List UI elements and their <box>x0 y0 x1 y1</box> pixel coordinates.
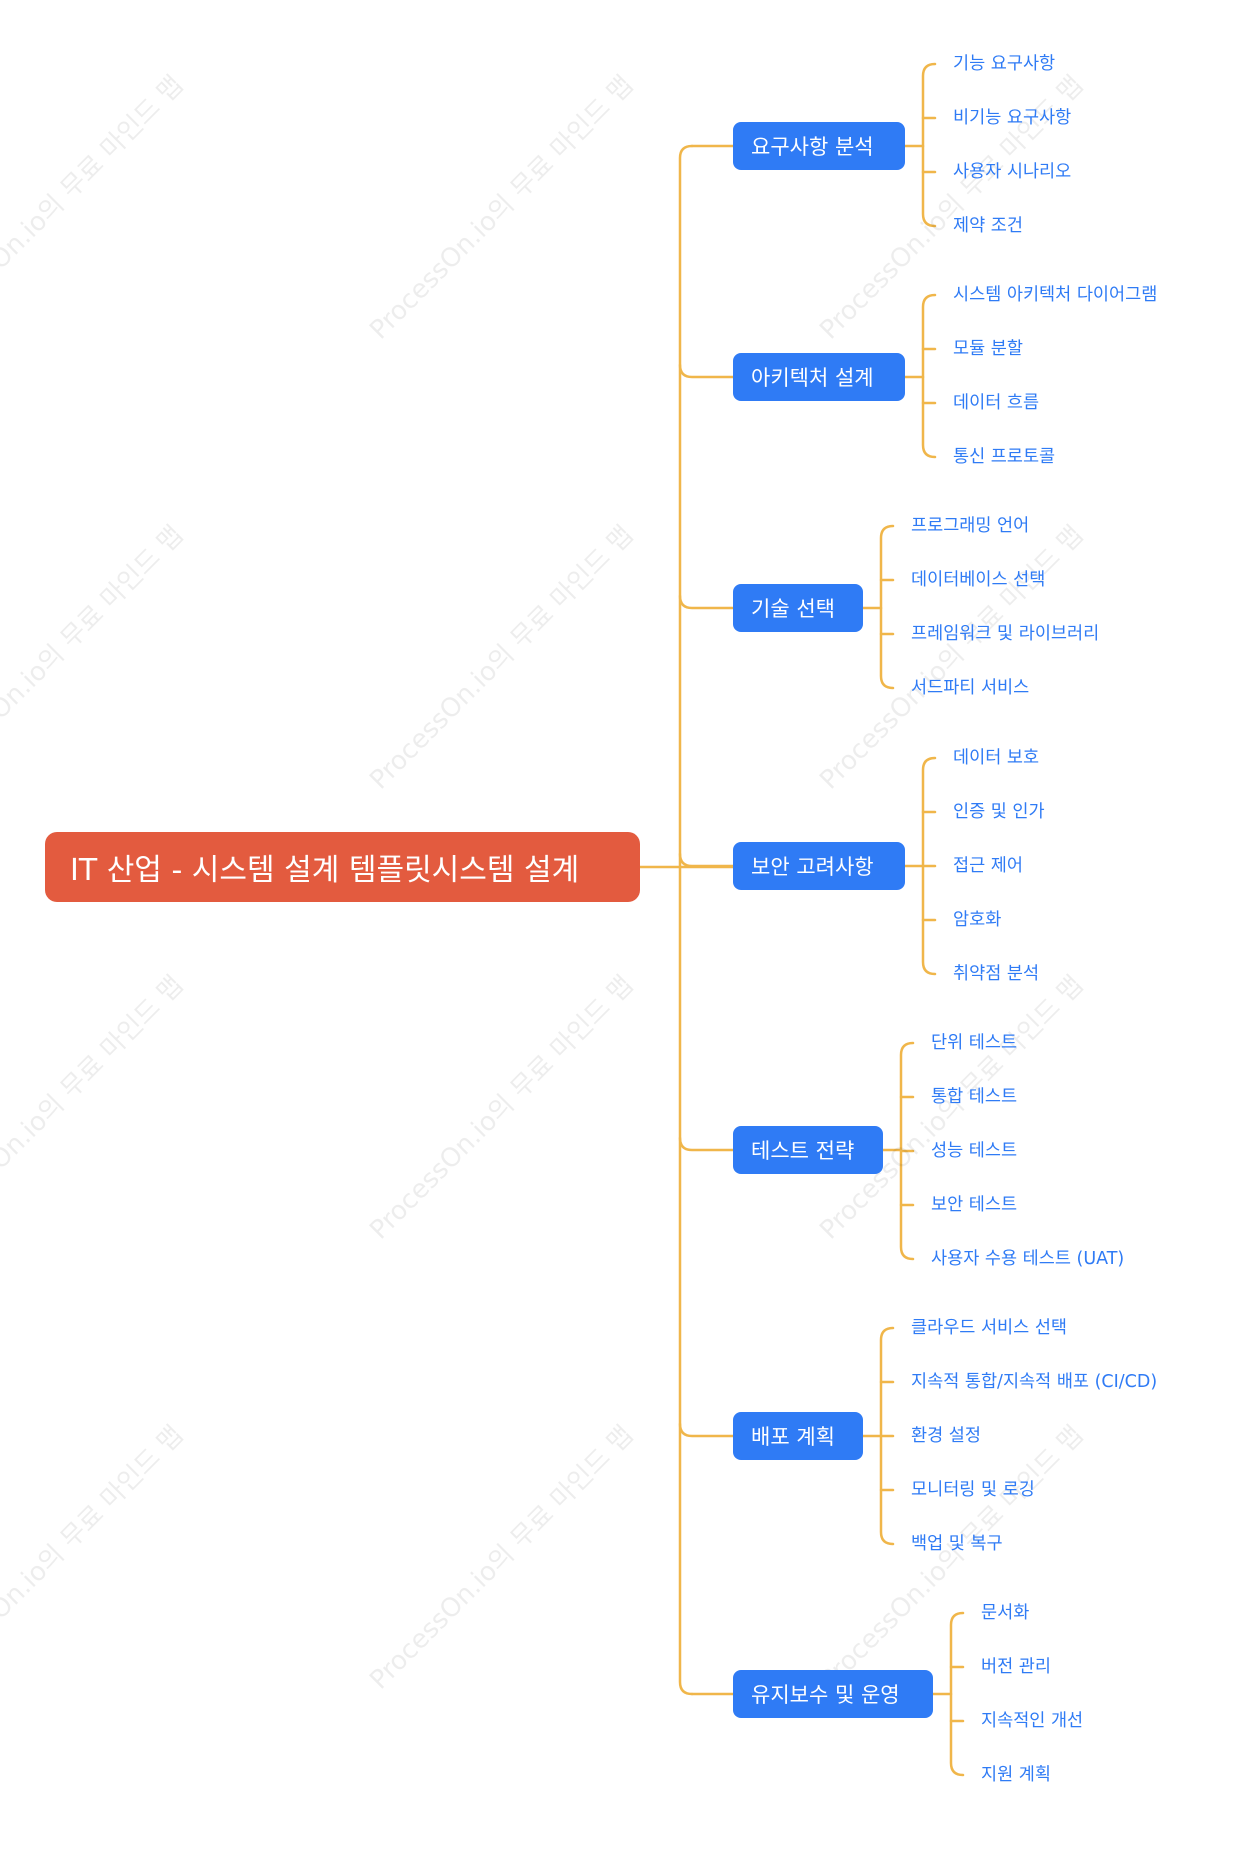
connector-line <box>678 852 735 868</box>
branch-topic[interactable]: 유지보수 및 운영 <box>733 1670 933 1718</box>
leaf-topic[interactable]: 취약점 분석 <box>953 964 1040 984</box>
branch-topic[interactable]: 아키텍처 설계 <box>733 353 905 401</box>
leaf-topic[interactable]: 문서화 <box>981 1603 1030 1623</box>
connector-line <box>678 594 735 610</box>
leaf-topic[interactable]: 지속적 통합/지속적 배포 (CI/CD) <box>911 1372 1158 1392</box>
branch-topic[interactable]: 기술 선택 <box>733 584 863 632</box>
root-topic-label: IT 산업 - 시스템 설계 템플릿시스템 설계 <box>70 853 580 888</box>
connector-line <box>678 1422 735 1438</box>
leaf-topic[interactable]: 지원 계획 <box>981 1765 1051 1785</box>
leaf-topic[interactable]: 통합 테스트 <box>931 1087 1018 1107</box>
connector-line <box>678 363 735 379</box>
branch-topic-label: 보안 고려사항 <box>751 855 874 879</box>
leaf-topic[interactable]: 기능 요구사항 <box>953 54 1056 74</box>
branch-topic-label: 배포 계획 <box>751 1425 835 1449</box>
leaf-topic[interactable]: 사용자 시나리오 <box>953 162 1072 182</box>
leaf-topic[interactable]: 데이터베이스 선택 <box>911 570 1046 590</box>
leaf-topic[interactable]: 접근 제어 <box>953 856 1023 876</box>
leaf-topic[interactable]: 데이터 흐름 <box>953 393 1040 413</box>
root-topic[interactable]: IT 산업 - 시스템 설계 템플릿시스템 설계 <box>45 832 640 902</box>
leaf-topic[interactable]: 데이터 보호 <box>953 748 1040 768</box>
leaf-topic[interactable]: 백업 및 복구 <box>911 1534 1003 1554</box>
branch-topic-label: 요구사항 분석 <box>751 135 874 159</box>
branch-topic[interactable]: 배포 계획 <box>733 1412 863 1460</box>
connector-line <box>949 1611 965 1777</box>
leaf-topic[interactable]: 보안 테스트 <box>931 1195 1018 1215</box>
leaf-topic[interactable]: 제약 조건 <box>953 216 1023 236</box>
connector-line <box>921 62 937 228</box>
leaf-topic[interactable]: 사용자 수용 테스트 (UAT) <box>931 1249 1125 1269</box>
leaf-topic[interactable]: 지속적인 개선 <box>981 1711 1084 1731</box>
leaf-topic[interactable]: 암호화 <box>953 910 1002 930</box>
leaf-topic[interactable]: 서드파티 서비스 <box>911 678 1030 698</box>
leaf-topic[interactable]: 클라우드 서비스 선택 <box>911 1318 1068 1338</box>
leaf-topic[interactable]: 프레임워크 및 라이브러리 <box>911 624 1100 644</box>
leaf-topic[interactable]: 인증 및 인가 <box>953 802 1045 822</box>
branch-topic[interactable]: 테스트 전략 <box>733 1126 883 1174</box>
connector-line <box>678 1136 735 1152</box>
connector-line <box>678 144 694 1696</box>
branch-topic[interactable]: 보안 고려사항 <box>733 842 905 890</box>
branch-topic-label: 테스트 전략 <box>751 1139 855 1163</box>
leaf-topic[interactable]: 통신 프로토콜 <box>953 447 1056 467</box>
leaf-topic[interactable]: 성능 테스트 <box>931 1141 1018 1161</box>
leaf-topic[interactable]: 단위 테스트 <box>931 1033 1018 1053</box>
leaf-topic[interactable]: 비기능 요구사항 <box>953 108 1072 128</box>
branch-topic-label: 유지보수 및 운영 <box>751 1683 900 1707</box>
branch-topic[interactable]: 요구사항 분석 <box>733 122 905 170</box>
connector-line <box>879 524 895 690</box>
leaf-topic[interactable]: 모니터링 및 로깅 <box>911 1480 1035 1500</box>
leaf-topic[interactable]: 시스템 아키텍처 다이어그램 <box>953 285 1158 305</box>
branch-topic-label: 아키텍처 설계 <box>751 366 874 390</box>
connector-line <box>921 293 937 459</box>
leaf-topic[interactable]: 모듈 분할 <box>953 339 1023 359</box>
branch-topic-label: 기술 선택 <box>751 597 835 621</box>
leaf-topic[interactable]: 버전 관리 <box>981 1657 1051 1677</box>
leaf-topic[interactable]: 프로그래밍 언어 <box>911 516 1030 536</box>
leaf-topic[interactable]: 환경 설정 <box>911 1426 981 1446</box>
